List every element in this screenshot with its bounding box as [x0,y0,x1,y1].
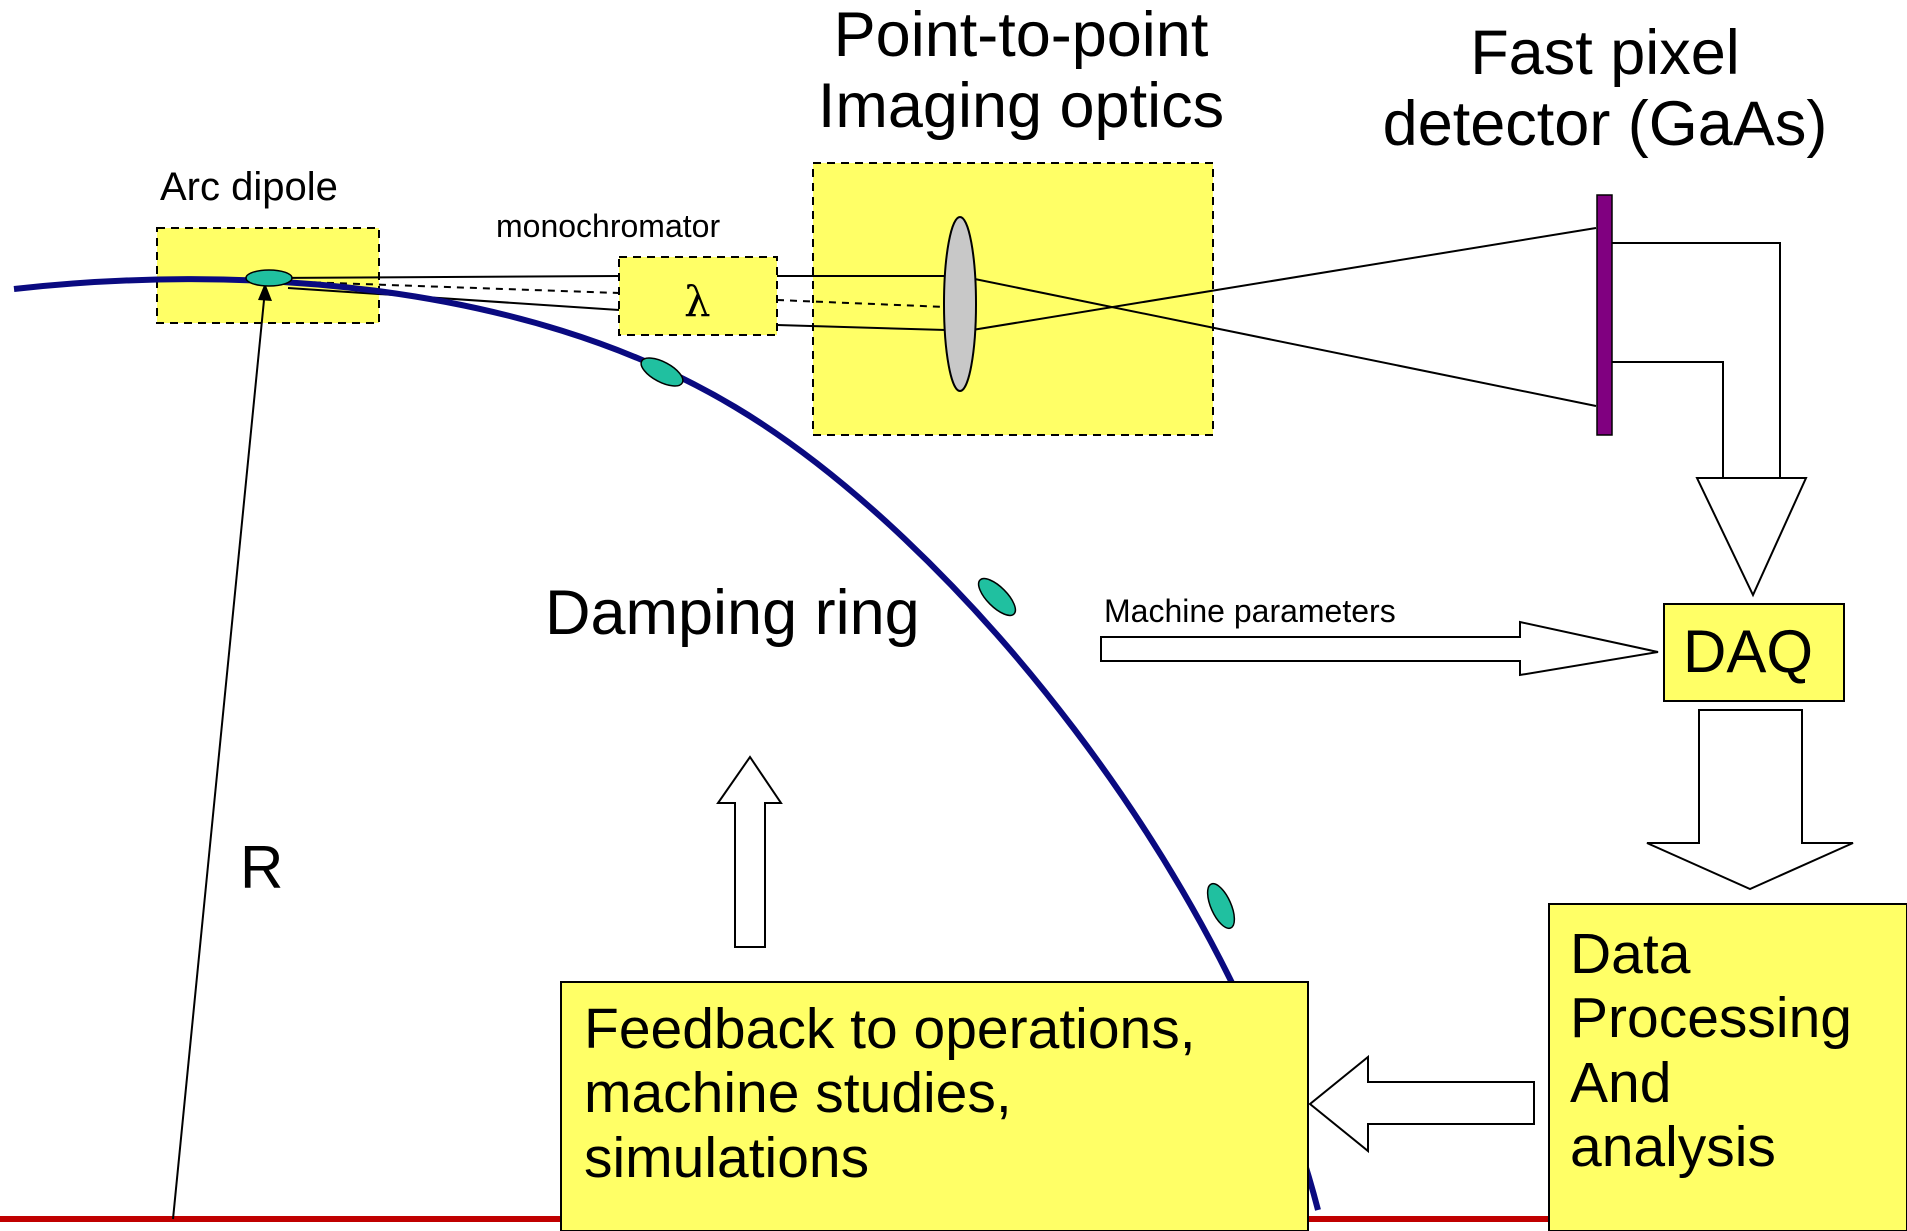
up-arrow-to-ring [716,755,783,948]
detector-icon [1596,194,1613,436]
bunch-icon [640,357,684,387]
radius-label: R [240,834,284,901]
point-to-point-line1: Point-to-point [833,0,1209,70]
imaging-optics-box [812,162,1214,436]
feedback-line: machine studies, [584,1061,1012,1126]
machine-parameters-arrow [1100,620,1659,677]
fast-pixel-detector-label: Fast pixel detector (GaAs) [1365,18,1845,159]
lens-icon [943,216,977,392]
bunch-icon [977,577,1017,617]
data-processing-text: Data Processing And analysis [1570,922,1852,1180]
detector-output-lines [1612,242,1781,478]
light-rays [269,227,1597,407]
monochromator-box [618,256,778,336]
monochromator-label: monochromator [496,208,721,244]
feedback-line: Feedback to operations, [584,997,1196,1061]
radius-arrowhead-icon [258,283,272,301]
bunch-icon [245,269,293,287]
damping-ring-label: Damping ring [545,578,920,648]
processing-line: Data [1570,922,1691,986]
point-to-point-line2: Imaging optics [817,70,1225,141]
feedback-text: Feedback to operations, machine studies,… [584,997,1196,1190]
feedback-line: simulations [584,1125,870,1190]
point-to-point-label: Point-to-point Imaging optics [786,0,1256,141]
fast-pixel-line1: Fast pixel [1470,18,1740,88]
processing-line: And [1570,1050,1672,1115]
daq-box [1663,603,1845,702]
feedback-box [560,981,1309,1231]
radius-line [172,289,266,1220]
processing-line: Processing [1570,986,1852,1051]
daq-label: DAQ [1683,618,1814,685]
arc-dipole-label: Arc dipole [160,165,338,209]
machine-parameters-label: Machine parameters [1104,593,1396,629]
bunch-icon [1206,882,1236,930]
down-arrow-to-processing [1646,709,1854,891]
left-arrow-to-feedback [1308,1054,1535,1154]
lambda-label: λ [684,277,711,326]
bunch-icons [245,269,1236,930]
fast-pixel-line2: detector (GaAs) [1382,88,1828,159]
processing-line: analysis [1570,1115,1776,1180]
down-arrow-to-daq [1695,477,1808,598]
data-processing-box [1548,903,1907,1231]
